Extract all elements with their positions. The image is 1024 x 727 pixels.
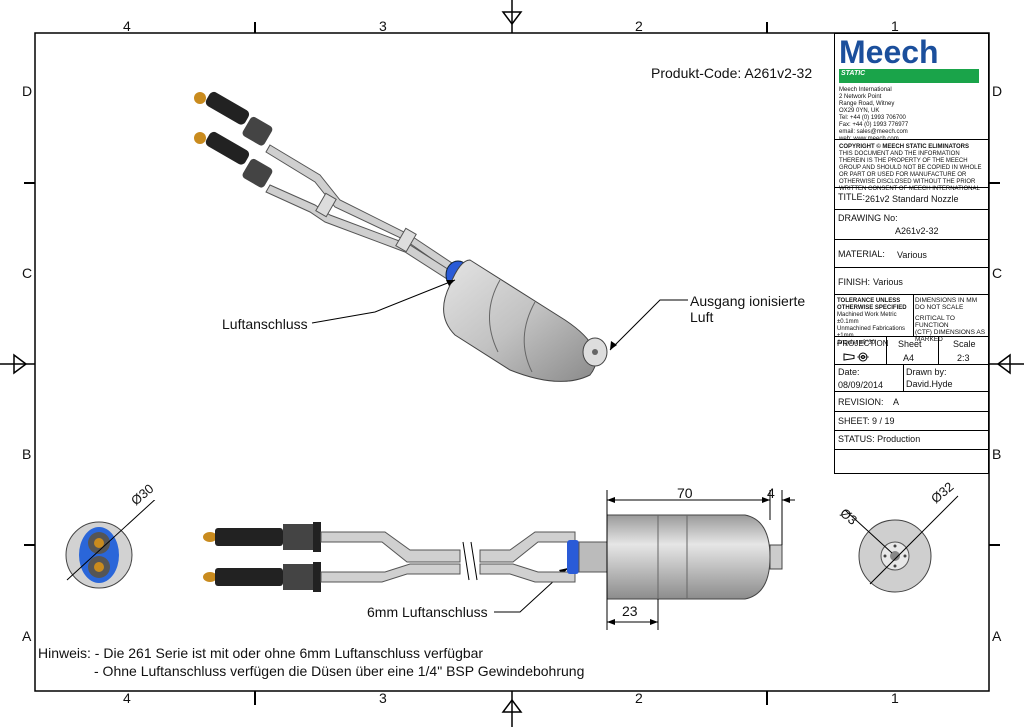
zone-col-label: 3 (379, 690, 387, 706)
connector-lower (194, 131, 273, 188)
tolerance-line: Angular ±0°30' (837, 340, 877, 346)
logo-green-bar (839, 69, 979, 83)
address-line: Fax: +44 (0) 1993 776977 (839, 122, 909, 128)
scale-label: Scale (953, 339, 976, 349)
zone-row-label: A (22, 628, 32, 644)
tolerance-line: Machined Work Metric ±0.1mm (837, 312, 897, 325)
copyright-line: COPYRIGHT © MEECH STATIC ELIMINATORS (839, 144, 969, 150)
address-line: Meech International (839, 87, 892, 93)
zone-col-label: 1 (891, 690, 899, 706)
sheet-label: Sheet (898, 339, 922, 349)
note-line-1: Hinweis: - Die 261 Serie ist mit oder oh… (38, 645, 484, 661)
zone-col-label: 3 (379, 18, 387, 34)
material-value: Various (897, 250, 927, 260)
zone-row-label: B (992, 446, 1002, 462)
copyright-line: THEREIN IS THE PROPERTY OF THE MEECH (839, 158, 968, 164)
projection-label: PROJECTION (837, 339, 889, 348)
projection-symbol-icon (843, 352, 869, 362)
dimensions-note: DIMENSIONS IN MM DO NOT SCALE CRITICAL T… (915, 297, 988, 343)
divider (913, 295, 914, 337)
side-view (203, 490, 795, 630)
zone-col-label: 4 (123, 690, 131, 706)
zone-col-label: 2 (635, 18, 643, 34)
ctf-note-line: CRITICAL TO FUNCTION (915, 315, 955, 329)
dims-note-line: DIMENSIONS IN MM (915, 297, 978, 304)
divider (938, 337, 939, 365)
dims-note-line: DO NOT SCALE (915, 304, 964, 311)
isometric-nozzle-view (194, 91, 608, 382)
label-luftanschluss: Luftanschluss (222, 316, 308, 332)
title-value: 261v2 Standard Nozzle (865, 194, 959, 204)
status: STATUS: Production (838, 434, 921, 444)
drawing-no-label: DRAWING No: (838, 213, 898, 223)
zone-row-label: D (22, 83, 33, 99)
label-6mm-luftanschluss: 6mm Luftanschluss (367, 604, 488, 620)
tolerance-line: OTHERWISE SPECIFIED (837, 305, 907, 311)
address-line: 2 Network Point (839, 94, 882, 100)
product-code: Produkt-Code: A261v2-32 (651, 65, 813, 81)
zone-row-label: B (22, 446, 32, 462)
dim-4: 4 (767, 485, 775, 501)
ctf-note-line: (CTF) DIMENSIONS AS (915, 329, 986, 336)
zone-col-label: 4 (123, 18, 131, 34)
zone-row-label: C (22, 265, 33, 281)
copyright-line: WRITTEN CONSENT OF MEECH INTERNATIONAL (839, 186, 980, 192)
connector-upper (194, 91, 273, 146)
divider (886, 337, 887, 365)
scale-value: 2:3 (957, 353, 970, 363)
address-line: Tel: +44 (0) 1993 706700 (839, 115, 906, 121)
revision-label: REVISION: (838, 397, 884, 407)
label-ausgang-line2: Luft (690, 309, 714, 325)
label-ausgang: Ausgang ionisierte Luft (690, 293, 805, 325)
dim-70: 70 (677, 485, 693, 501)
note-line-2: - Ohne Luftanschluss verfügen die Düsen … (94, 663, 585, 679)
zone-col-label: 2 (635, 690, 643, 706)
finish-value: Various (873, 277, 903, 287)
material-label: MATERIAL: (838, 249, 885, 259)
drawn-by-value: David.Hyde (906, 379, 953, 389)
copyright-line: OTHERWISE DISCLOSED WITHOUT THE PRIOR (839, 179, 976, 185)
address-line: Range Road, Witney (839, 101, 895, 107)
zone-row-label: C (992, 265, 1003, 281)
copyright-line: GROUP AND SHOULD NOT BE COPIED IN WHOLE (839, 165, 982, 171)
company-address: Meech International 2 Network Point Rang… (839, 87, 908, 143)
meech-logo: Meech (839, 34, 939, 70)
address-line: OX29 0YN, UK (839, 108, 880, 114)
date-value: 08/09/2014 (838, 380, 884, 390)
divider (903, 365, 904, 392)
sheet-number: SHEET: 9 / 19 (838, 416, 895, 426)
address-line: email: sales@meech.com (839, 129, 908, 135)
logo-sub: STATIC (841, 70, 866, 77)
revision-value: A (893, 397, 900, 407)
zone-col-label: 1 (891, 18, 899, 34)
finish-label: FINISH: (838, 277, 871, 287)
dim-23: 23 (622, 603, 638, 619)
tolerance-line: TOLERANCE UNLESS (837, 298, 901, 304)
left-end-view (65, 500, 156, 589)
right-end-view (844, 495, 959, 593)
zone-row-label: D (992, 83, 1003, 99)
sheet-size: A4 (903, 353, 915, 363)
title-block: Meech STATIC Meech International 2 Netwo… (834, 33, 989, 474)
copyright-line: THIS DOCUMENT AND THE INFORMATION (839, 151, 960, 157)
drawn-by-label: Drawn by: (906, 367, 947, 377)
date-label: Date: (838, 367, 860, 377)
ctf-note-line: MARKED (915, 336, 943, 343)
drawing-no-value: A261v2-32 (895, 226, 939, 236)
label-ausgang-line1: Ausgang ionisierte (690, 293, 806, 309)
copyright-line: OR PART OR USED FOR MANUFACTURE OR (839, 172, 967, 178)
zone-row-label: A (992, 628, 1002, 644)
copyright-notice: COPYRIGHT © MEECH STATIC ELIMINATORS THI… (839, 144, 981, 193)
title-label: TITLE: (838, 192, 866, 202)
